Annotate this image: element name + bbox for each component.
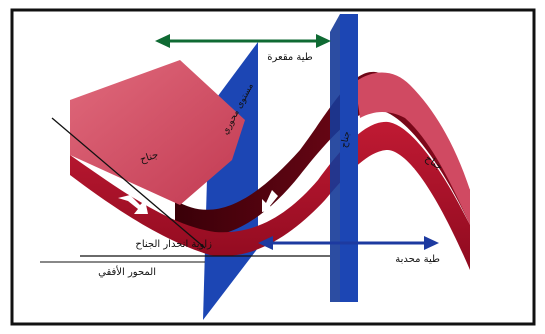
horizontal-axis-label: المحور الأفقي bbox=[98, 265, 156, 278]
axial-plane-right bbox=[340, 14, 358, 302]
hinge-axis-label: زاوية انحدار الجناح bbox=[135, 239, 212, 250]
anticline-label: طية محدبة bbox=[395, 254, 440, 265]
axial-plane-right-edge bbox=[330, 14, 340, 302]
syncline-label: طية مقعرة bbox=[267, 52, 313, 63]
